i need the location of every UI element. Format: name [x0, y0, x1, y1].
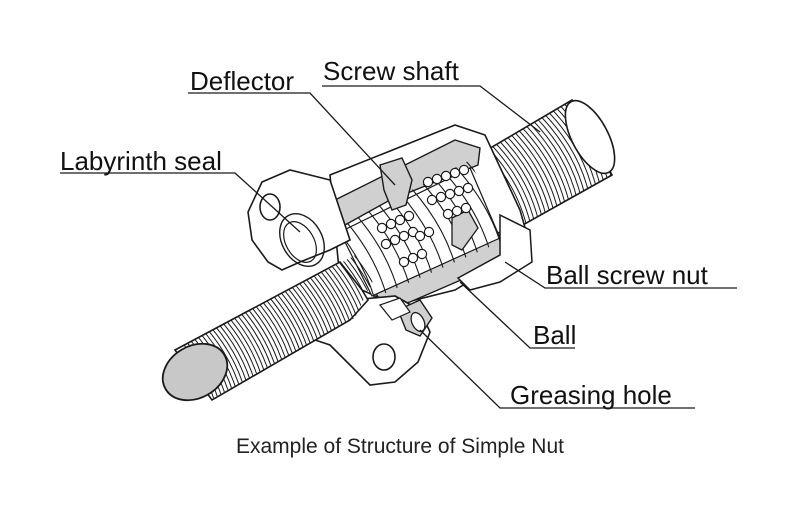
ball: [407, 252, 419, 264]
leader-greasing-hole: [419, 329, 695, 409]
ball: [442, 208, 454, 220]
ball: [449, 167, 461, 179]
thread-line: [326, 250, 380, 337]
ball-screw-nut-body: [329, 124, 533, 309]
label-greasing-hole: Greasing hole: [510, 380, 672, 410]
ball: [389, 234, 401, 246]
ball: [440, 170, 452, 182]
label-ball-screw-nut: Ball screw nut: [546, 260, 708, 290]
ball: [426, 194, 438, 206]
ball: [460, 202, 472, 214]
ball: [416, 248, 428, 260]
ball: [394, 214, 406, 226]
leader-lines: [60, 85, 737, 409]
label-deflector: Deflector: [190, 66, 295, 96]
ball: [458, 164, 470, 176]
ball: [403, 210, 415, 222]
ball: [380, 238, 392, 250]
leader-ball: [459, 281, 575, 349]
ball: [431, 173, 443, 185]
thread-line: [329, 250, 380, 335]
ball: [398, 230, 410, 242]
label-screw-shaft: Screw shaft: [323, 56, 459, 86]
leader-screw-shaft: [322, 85, 541, 133]
ball: [414, 230, 426, 242]
thread-line: [322, 250, 380, 339]
ball: [435, 191, 447, 203]
leader-labyrinth-seal: [60, 172, 301, 233]
ball: [423, 226, 435, 238]
ball: [422, 176, 434, 188]
ball: [376, 222, 388, 234]
ball: [398, 256, 410, 268]
label-labyrinth-seal: Labyrinth seal: [60, 146, 222, 176]
leader-ball-screw-nut: [504, 261, 737, 289]
ball: [451, 205, 463, 217]
ball: [444, 188, 456, 200]
ball: [453, 185, 465, 197]
label-ball: Ball: [533, 320, 577, 350]
ball: [385, 218, 397, 230]
figure-caption: Example of Structure of Simple Nut: [236, 435, 564, 458]
ball: [462, 182, 474, 194]
leader-deflector: [188, 92, 396, 186]
